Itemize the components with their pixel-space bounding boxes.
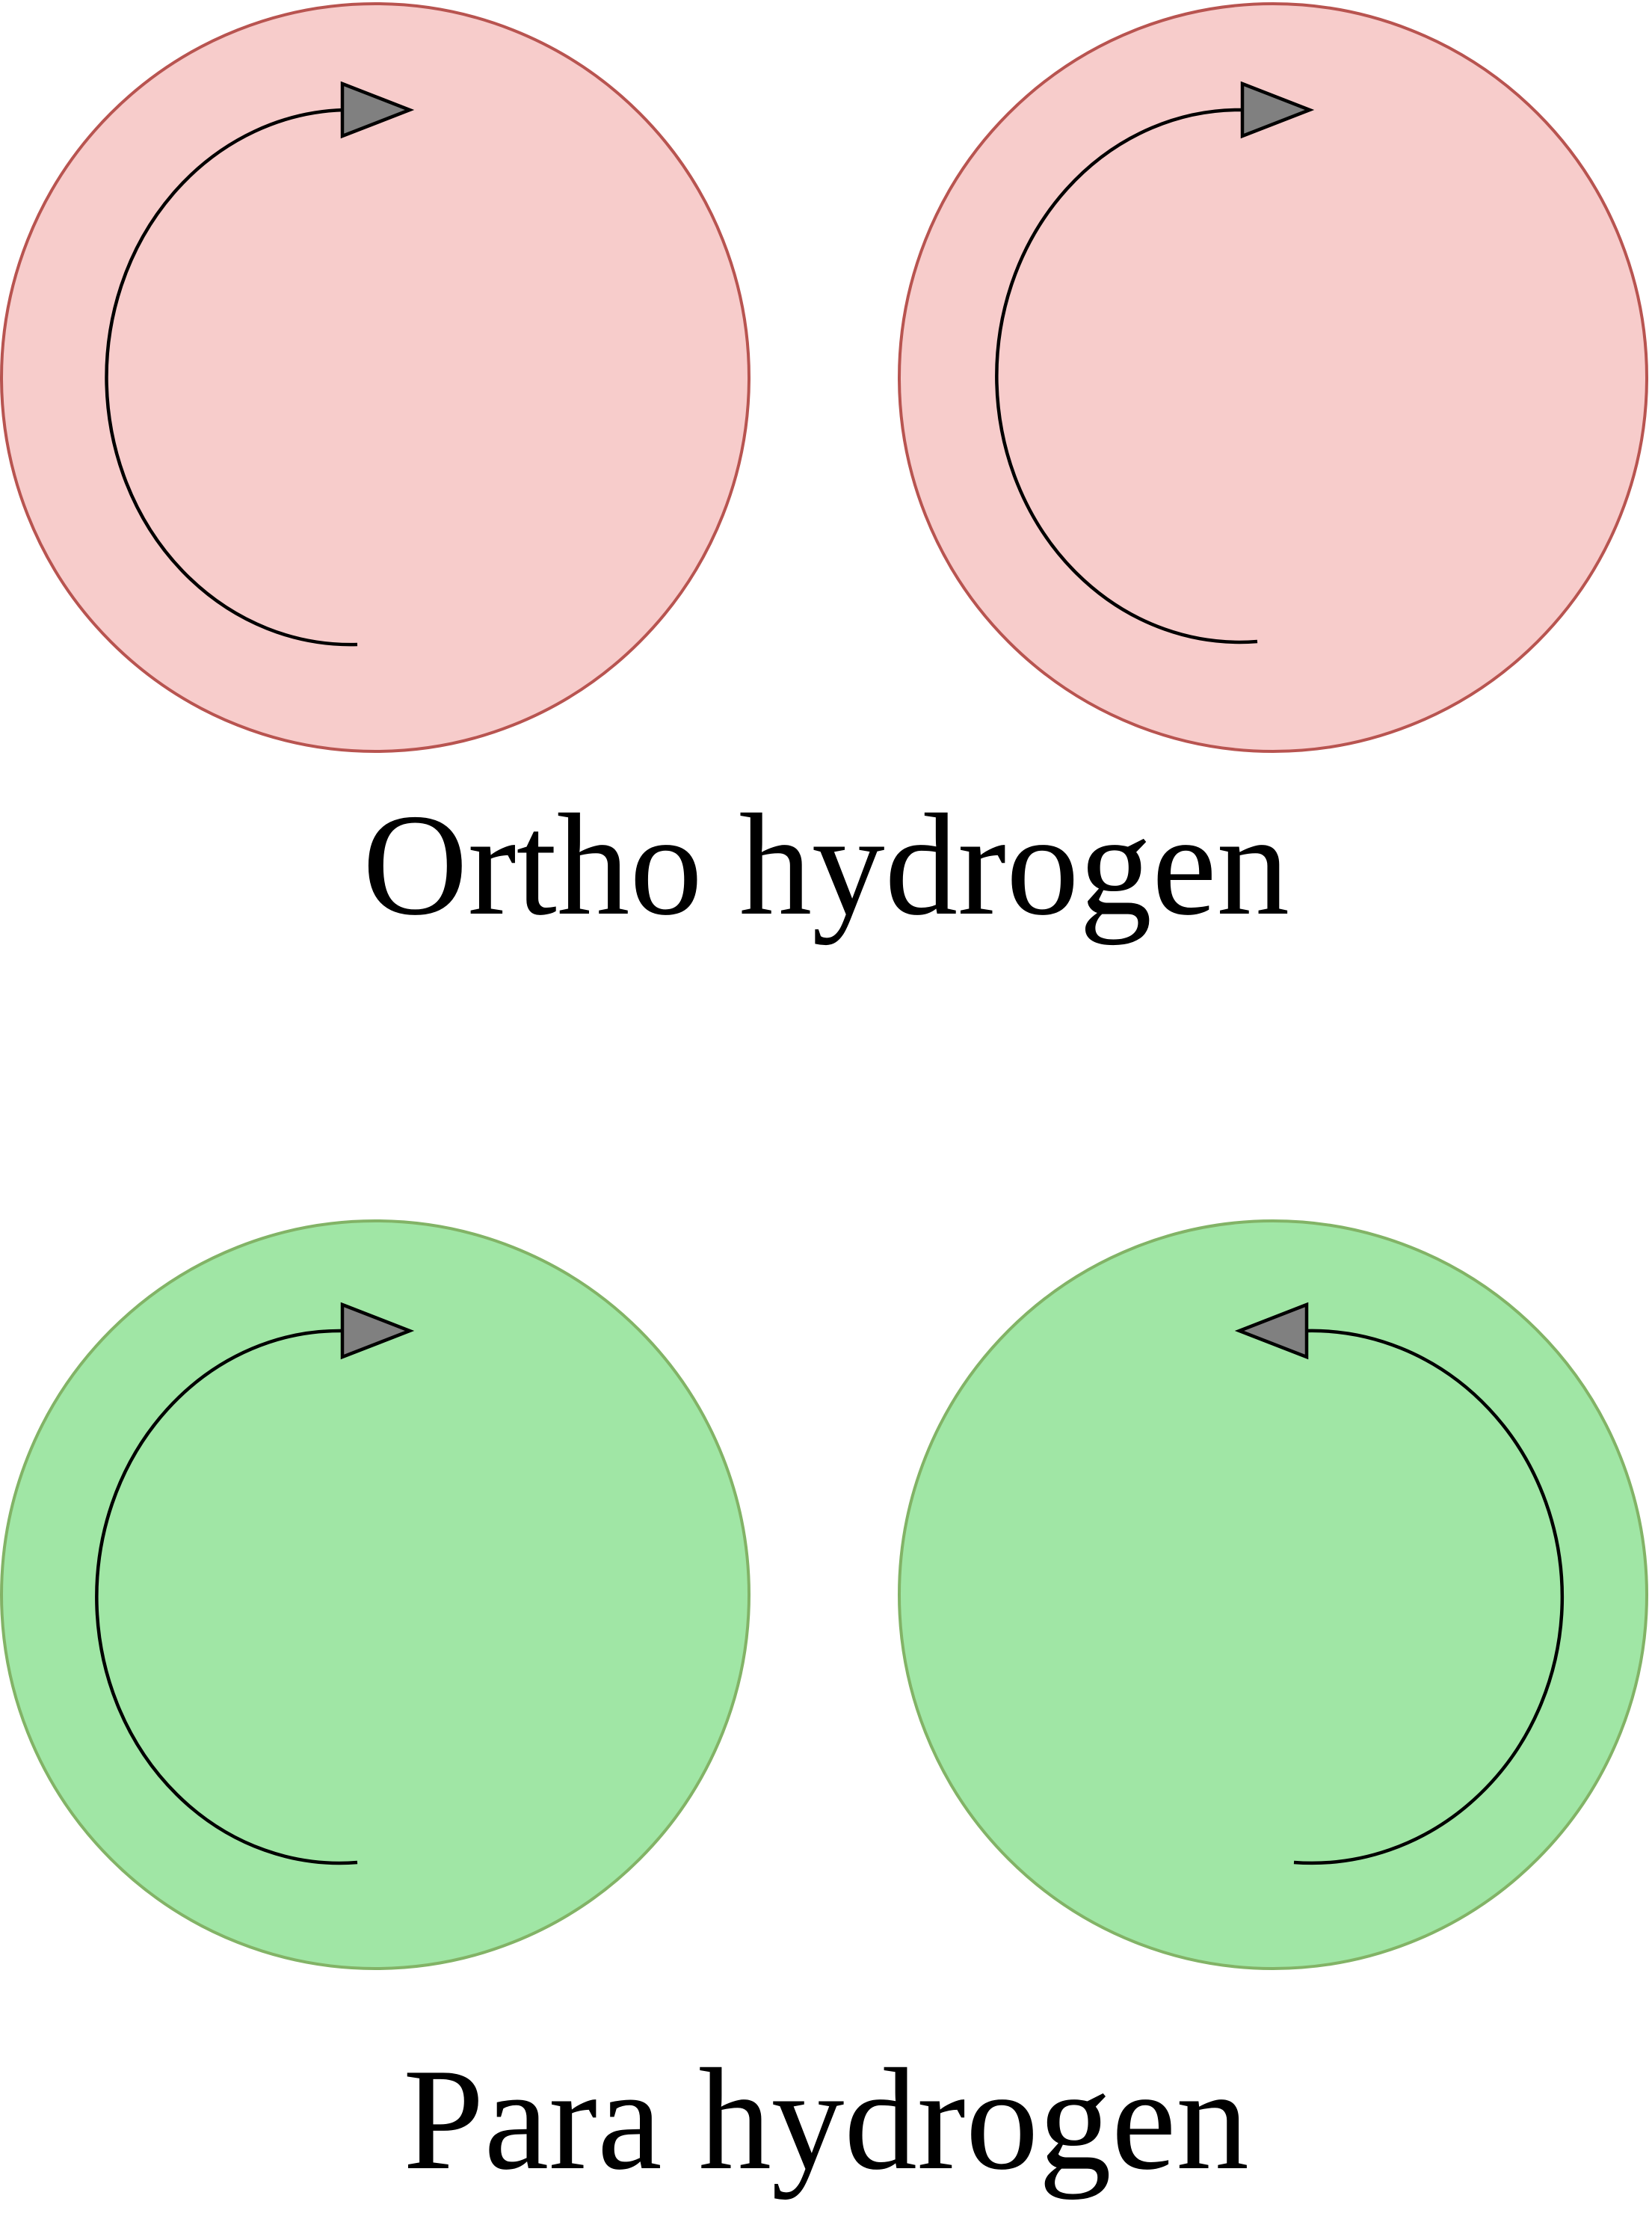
- ortho-spin-left-clockwise-icon: [105, 81, 415, 647]
- ortho-hydrogen-group: Ortho hydrogen: [0, 2, 1648, 946]
- ortho-atom-right: [898, 2, 1648, 753]
- para-spin-right-counterclockwise-icon: [1234, 1302, 1565, 1865]
- ortho-hydrogen-label: Ortho hydrogen: [363, 784, 1289, 946]
- ortho-atom-left: [0, 2, 751, 753]
- para-hydrogen-label: Para hydrogen: [403, 2039, 1249, 2200]
- para-atom-right: [898, 1219, 1648, 1970]
- ortho-spin-right-clockwise-icon: [995, 81, 1315, 644]
- para-spin-left-clockwise-icon: [95, 1302, 415, 1865]
- para-hydrogen-group: Para hydrogen: [0, 1219, 1648, 2200]
- para-atom-left: [0, 1219, 751, 1970]
